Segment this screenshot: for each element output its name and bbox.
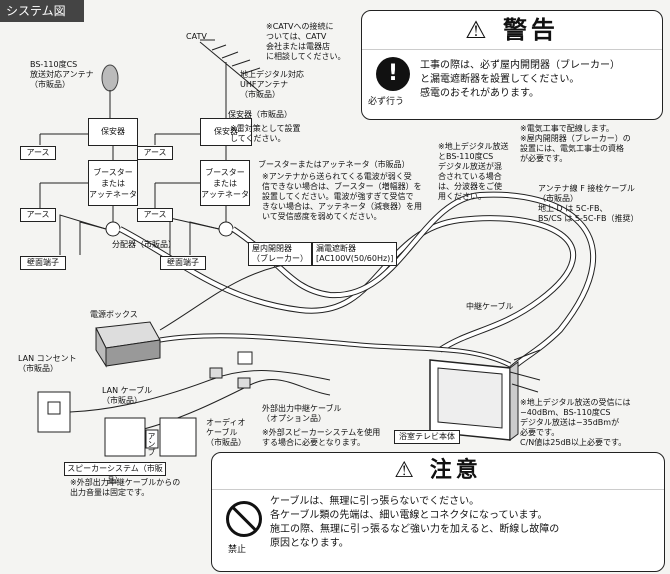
caution-heading: ⚠ 注意	[212, 453, 664, 490]
tv-unit-icon	[429, 359, 519, 441]
lightning-note: ※雷対策として設置 してください。	[230, 124, 301, 143]
booster-title: ブースターまたはアッテネータ（市販品）	[258, 160, 410, 169]
diagram-title: システム図	[0, 0, 84, 22]
exclamation-icon: !	[376, 57, 410, 91]
tv-unit-label: 浴室テレビ本体	[394, 430, 460, 444]
lan-outlet-label: LAN コンセント （市販品）	[18, 354, 77, 373]
protector-market-label: 保安器（市販品）	[228, 110, 292, 119]
wall-terminal-1: 壁面端子	[20, 256, 66, 270]
speaker-note: ※外部出力中継ケーブルからの 出力音量は固定です。	[70, 478, 181, 497]
lan-cable-label: LAN ケーブル （市販品）	[102, 386, 153, 405]
ext-note: ※外部スピーカーシステムを使用 する場合に必要となります。	[262, 428, 381, 447]
power-box-label: 電源ボックス	[90, 310, 138, 319]
speaker-icon	[104, 417, 146, 457]
booster-note: ※アンテナから送られてくる電波が弱く受 信できない場合は、ブースター（増幅器）を…	[262, 172, 422, 221]
catv-note: ※CATVへの接続に ついては、CATV 会社または電器店 に相談してください。	[266, 22, 346, 61]
relay-cable-label: 中継ケーブル	[466, 302, 514, 311]
power-box-icon	[95, 321, 161, 368]
uhf-antenna-icon	[199, 39, 261, 118]
splitter-label: 分配器（市販品）	[112, 240, 176, 249]
warning-heading: ⚠ 警告	[362, 11, 662, 50]
warning-panel: ⚠ 警告 ! 必ず行う 工事の際は、必ず屋内開閉器（ブレーカー） と漏電遮断器を…	[361, 10, 663, 120]
signal-note: ※地上デジタル放送の受信には −40dBm、BS-110度CS デジタル放送は−…	[520, 398, 631, 447]
speaker-label: スピーカーシステム（市販品）	[64, 462, 166, 485]
bs-antenna-label: BS-110度CS 放送対応アンテナ （市販品）	[30, 60, 94, 89]
audio-cable-label: オーディオ ケーブル （市販品）	[206, 418, 246, 447]
leak-breaker-label: 漏電遮断器 [AC100V(50/60Hz)]	[312, 242, 398, 266]
earth-box-4: アース	[137, 208, 173, 222]
amp-label: アンプ	[147, 432, 156, 456]
uhf-antenna-label: 地上デジタル対応 UHFアンテナ （市販品）	[240, 70, 304, 99]
lan-outlet-icon	[37, 391, 71, 433]
indoor-switch-label: 屋内開閉器 （ブレーカー）	[248, 242, 312, 266]
antenna-cable-label: アンテナ線 F 接栓ケーブル （市販品） 地上 D は 5C-FB、 BS/CS…	[538, 184, 639, 223]
warning-body: 工事の際は、必ず屋内開閉器（ブレーカー） と漏電遮断器を設置してください。 感電…	[420, 60, 620, 99]
earth-box-1: アース	[20, 146, 56, 160]
caution-body: ケーブルは、無理に引っ張らないでください。 各ケーブル類の先端は、細い電線とコネ…	[270, 496, 560, 549]
booster-box-1: ブースター または アッテネータ	[88, 160, 138, 206]
ext-cable-label: 外部出力中継ケーブル （オプション品）	[262, 404, 342, 423]
caution-panel: ⚠ 注意 禁止 ケーブルは、無理に引っ張らないでください。 各ケーブル類の先端は…	[211, 452, 665, 572]
booster-box-2: ブースター または アッテネータ	[200, 160, 250, 206]
caution-icon-label: 禁止	[228, 545, 247, 555]
protector-box-1: 保安器	[88, 118, 138, 146]
electric-note: ※電気工事で配線します。 ※屋内開閉器（ブレーカー）の 設置には、電気工事士の資…	[520, 124, 631, 163]
connector-icon	[237, 351, 253, 365]
wall-terminal-2: 壁面端子	[160, 256, 206, 270]
prohibition-icon	[226, 501, 262, 537]
shared-note: ※地上デジタル放送 とBS-110度CS デジタル放送が混 合されている場合 は…	[438, 142, 509, 201]
catv-label: CATV	[186, 32, 207, 41]
protector-box-2: 保安器	[200, 118, 252, 146]
bs-dish-icon	[101, 64, 119, 92]
earth-box-2: アース	[137, 146, 173, 160]
warning-triangle-icon: ⚠	[465, 16, 491, 44]
warning-icon-label: 必ず行う	[368, 97, 405, 107]
earth-box-3: アース	[20, 208, 56, 222]
caution-triangle-icon: ⚠	[394, 458, 419, 483]
